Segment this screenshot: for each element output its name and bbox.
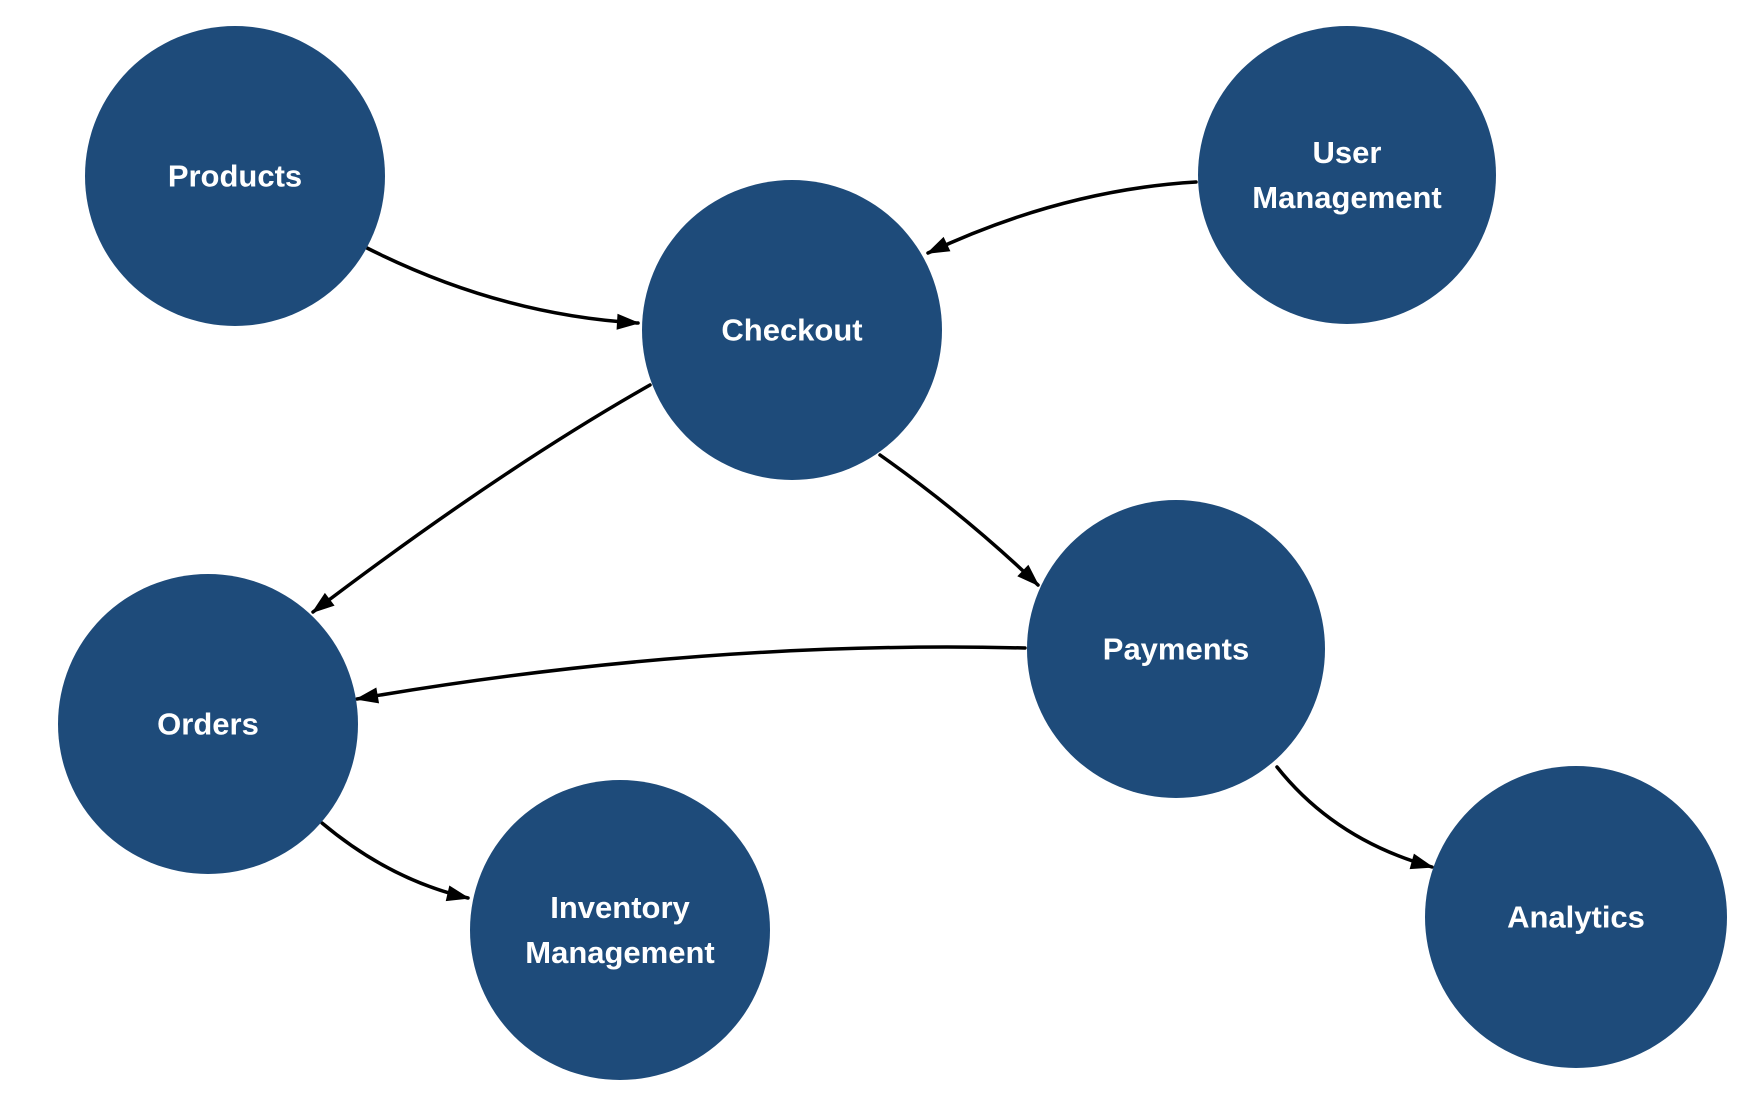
node-label-payments: Payments bbox=[1103, 632, 1249, 667]
node-circle-user-management bbox=[1198, 26, 1496, 324]
node-circle-checkout bbox=[642, 180, 942, 480]
edge-checkout-to-payments bbox=[878, 453, 1040, 587]
node-label-analytics: Analytics bbox=[1507, 900, 1645, 935]
node-label-products: Products bbox=[168, 159, 302, 194]
node-label-orders: Orders bbox=[157, 707, 259, 742]
edge-checkout-to-orders bbox=[311, 383, 652, 614]
node-label-inventory-management-line-2: Management bbox=[525, 935, 714, 970]
node-checkout: Checkout bbox=[642, 180, 942, 480]
edge-user-management-to-checkout bbox=[926, 180, 1198, 255]
node-products: Products bbox=[85, 26, 385, 326]
node-circle-products bbox=[85, 26, 385, 326]
node-label-inventory-management-line-1: Inventory bbox=[550, 890, 690, 925]
node-label-checkout: Checkout bbox=[721, 313, 862, 348]
node-label-user-management-line-1: User bbox=[1313, 135, 1382, 170]
node-label-user-management-line-2: Management bbox=[1252, 180, 1441, 215]
node-orders: Orders bbox=[58, 574, 358, 874]
node-analytics: Analytics bbox=[1425, 766, 1727, 1068]
edge-payments-to-analytics bbox=[1275, 765, 1434, 870]
node-circle-payments bbox=[1027, 500, 1325, 798]
edge-products-to-checkout bbox=[365, 246, 640, 330]
node-circle-analytics bbox=[1425, 766, 1727, 1068]
node-circle-inventory-management bbox=[470, 780, 770, 1080]
node-circle-orders bbox=[58, 574, 358, 874]
edge-payments-to-orders bbox=[355, 645, 1027, 704]
edge-orders-to-inventory-management bbox=[320, 821, 470, 902]
node-payments: Payments bbox=[1027, 500, 1325, 798]
